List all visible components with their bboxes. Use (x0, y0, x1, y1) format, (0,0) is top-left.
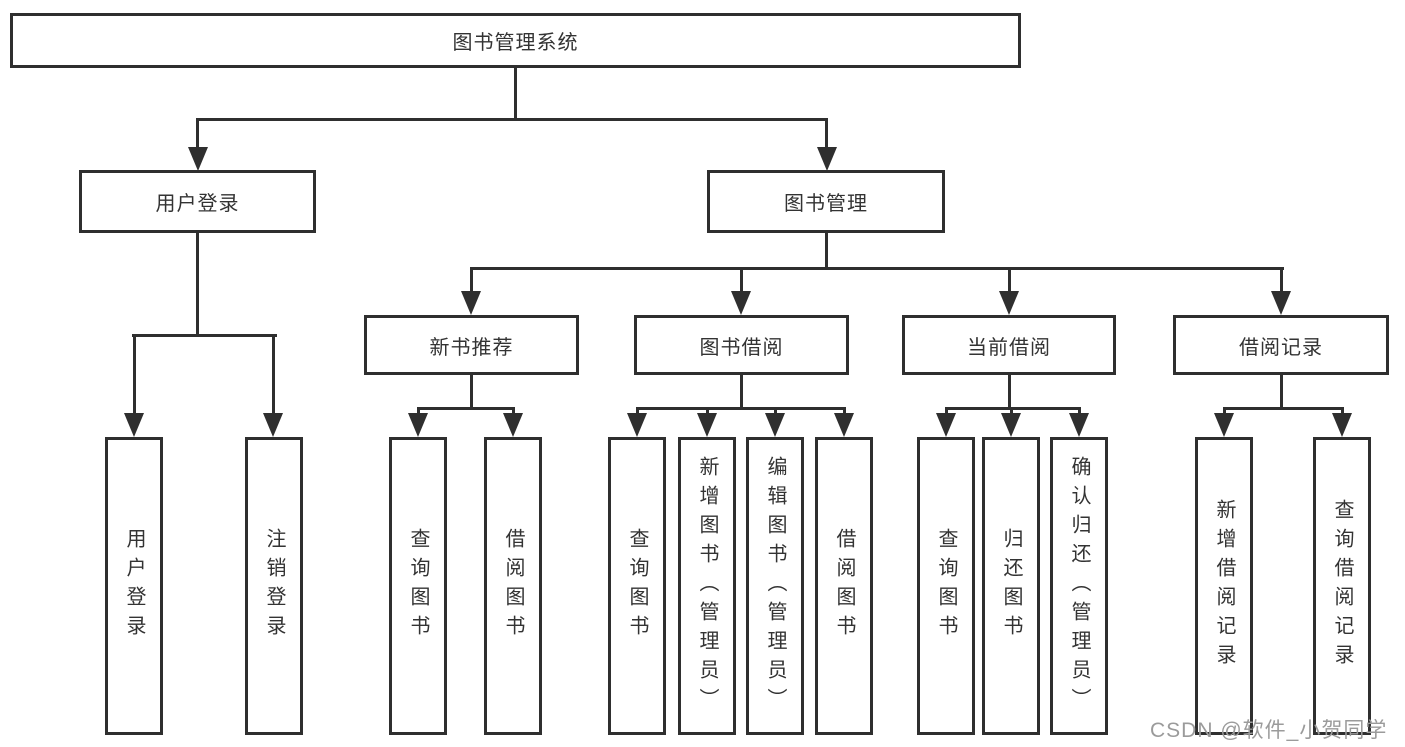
arrow-stem (1341, 407, 1344, 417)
arrow-stem (945, 407, 948, 417)
node-label: 图书管理 (784, 193, 868, 215)
arrow-down-icon (1271, 291, 1291, 315)
node-label: 图书管理系统 (452, 32, 579, 54)
leaf-label: 归还图书 (1000, 528, 1022, 644)
connector-branch (417, 407, 515, 410)
connector-stem (1008, 375, 1011, 410)
leaf-logout: 注销登录 (245, 437, 303, 735)
node-label: 图书借阅 (699, 336, 784, 359)
leaf-return-books: 归还图书 (982, 437, 1040, 735)
arrow-down-icon (731, 291, 751, 315)
arrow-down-icon (765, 413, 785, 437)
node-new-book-recommendation: 新书推荐 (364, 315, 579, 375)
leaf-confirm-return-admin: 确认归还（管理员） (1050, 437, 1108, 735)
arrow-stem (470, 267, 473, 295)
arrow-down-icon (188, 147, 208, 171)
leaf-label: 确认归还（管理员） (1068, 455, 1090, 717)
connector-stem (514, 68, 517, 120)
arrow-stem (825, 118, 828, 150)
connector-stem (740, 375, 743, 410)
connector-stem (825, 233, 828, 270)
leaf-label: 借阅图书 (833, 528, 855, 644)
leaf-query-borrow-record: 查询借阅记录 (1313, 437, 1371, 735)
node-label: 用户登录 (155, 193, 240, 215)
connector-branch (636, 407, 845, 410)
node-borrowing-records: 借阅记录 (1173, 315, 1389, 375)
connector-branch (1223, 407, 1343, 410)
arrow-down-icon (1332, 413, 1352, 437)
arrow-down-icon (936, 413, 956, 437)
node-user-login: 用户登录 (79, 170, 316, 233)
arrow-down-icon (697, 413, 717, 437)
arrow-down-icon (1001, 413, 1021, 437)
arrow-stem (417, 407, 420, 417)
connector-branch (196, 118, 828, 121)
leaf-label: 查询图书 (626, 528, 648, 644)
arrow-down-icon (263, 413, 283, 437)
arrow-stem (1008, 267, 1011, 295)
leaf-label: 查询图书 (407, 528, 429, 644)
connector-stem (470, 375, 473, 410)
connector-branch (470, 267, 1284, 270)
leaf-label: 新增借阅记录 (1213, 499, 1235, 673)
node-label: 借阅记录 (1239, 336, 1323, 359)
arrow-stem (1223, 407, 1226, 417)
leaf-borrow-books-recommend: 借阅图书 (484, 437, 542, 735)
leaf-label: 查询借阅记录 (1331, 499, 1353, 673)
arrow-stem (1078, 407, 1081, 417)
leaf-add-books-admin: 新增图书（管理员） (678, 437, 736, 735)
arrow-stem (636, 407, 639, 417)
arrow-down-icon (627, 413, 647, 437)
leaf-edit-books-admin: 编辑图书（管理员） (746, 437, 804, 735)
node-label: 当前借阅 (967, 336, 1051, 359)
leaf-label: 编辑图书（管理员） (764, 455, 786, 717)
arrow-stem (133, 334, 136, 416)
arrow-down-icon (999, 291, 1019, 315)
arrow-stem (706, 407, 709, 417)
node-book-borrowing: 图书借阅 (634, 315, 849, 375)
connector-branch (132, 334, 277, 337)
arrow-down-icon (461, 291, 481, 315)
arrow-down-icon (1069, 413, 1089, 437)
leaf-label: 查询图书 (935, 528, 957, 644)
leaf-label: 用户登录 (123, 528, 145, 644)
arrow-down-icon (817, 147, 837, 171)
leaf-label: 新增图书（管理员） (696, 455, 718, 717)
node-current-borrowing: 当前借阅 (902, 315, 1116, 375)
arrow-stem (272, 334, 275, 416)
leaf-add-borrow-record: 新增借阅记录 (1195, 437, 1253, 735)
leaf-query-books-recommend: 查询图书 (389, 437, 447, 735)
leaf-query-books-current: 查询图书 (917, 437, 975, 735)
arrow-down-icon (124, 413, 144, 437)
arrow-stem (1010, 407, 1013, 417)
connector-stem (196, 233, 199, 337)
arrow-down-icon (503, 413, 523, 437)
arrow-down-icon (834, 413, 854, 437)
arrow-stem (512, 407, 515, 417)
node-book-management: 图书管理 (707, 170, 945, 233)
arrow-stem (843, 407, 846, 417)
leaf-borrow-books: 借阅图书 (815, 437, 873, 735)
arrow-down-icon (408, 413, 428, 437)
leaf-label: 借阅图书 (502, 528, 524, 644)
leaf-user-login: 用户登录 (105, 437, 163, 735)
connector-stem (1280, 375, 1283, 410)
csdn-watermark: CSDN @软件_小贺同学 (1150, 719, 1388, 742)
arrow-down-icon (1214, 413, 1234, 437)
arrow-stem (774, 407, 777, 417)
arrow-stem (196, 118, 199, 150)
leaf-query-books-borrowing: 查询图书 (608, 437, 666, 735)
node-library-management-system: 图书管理系统 (10, 13, 1021, 68)
arrow-stem (1280, 267, 1283, 295)
leaf-label: 注销登录 (263, 528, 285, 644)
arrow-stem (740, 267, 743, 295)
node-label: 新书推荐 (429, 336, 514, 359)
